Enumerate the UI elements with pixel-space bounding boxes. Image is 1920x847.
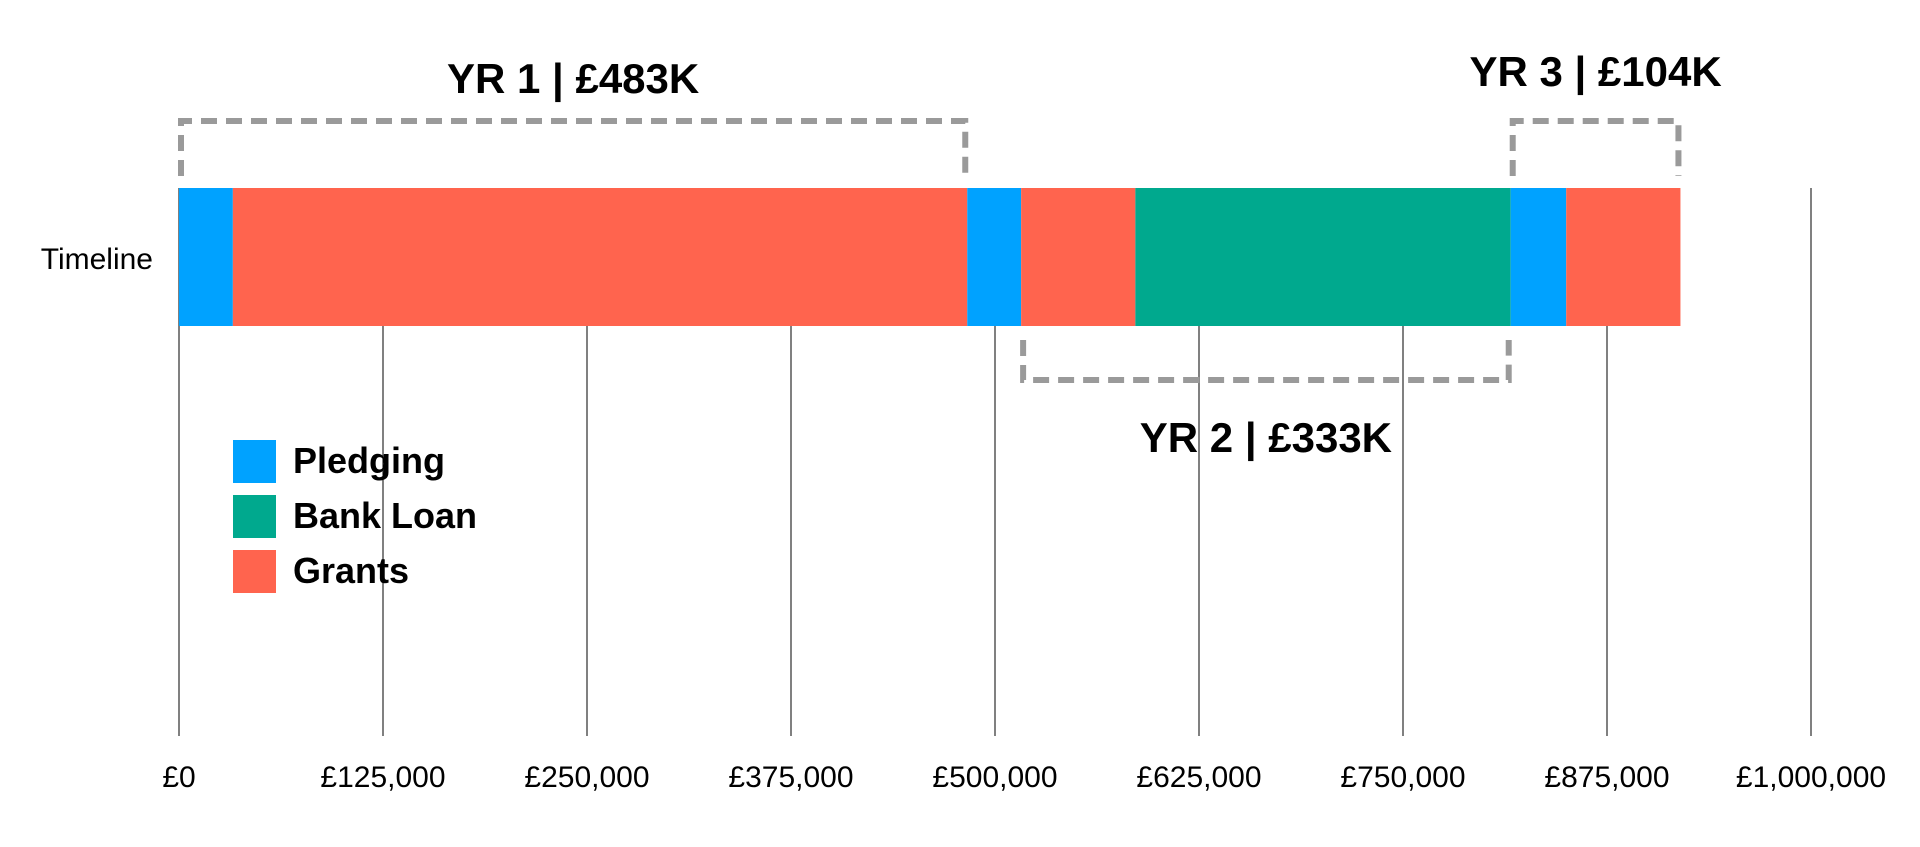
bar-segment-grants xyxy=(232,188,968,326)
legend-swatch xyxy=(233,440,276,483)
x-tick-label: £875,000 xyxy=(1544,761,1669,794)
y-category-label: Timeline xyxy=(41,243,153,276)
x-tick-label: £625,000 xyxy=(1136,761,1261,794)
x-tick-label: £1,000,000 xyxy=(1736,761,1886,794)
bar-segment-grants xyxy=(1021,188,1136,326)
year-bracket-label: YR 2 | £333K xyxy=(1140,414,1392,462)
legend-swatch xyxy=(233,495,276,538)
bar-segment-pledging xyxy=(967,188,1022,326)
year-bracket xyxy=(1020,340,1512,383)
labels: £0 £125,000 £250,000 £375,000 £500,000 £625,0… xyxy=(41,48,1886,794)
year-brackets xyxy=(178,118,1682,383)
bar-segment-bank-loan xyxy=(1135,188,1511,326)
x-tick-label: £0 xyxy=(162,761,195,794)
bar-segment-grants xyxy=(1566,188,1681,326)
x-tick-label: £750,000 xyxy=(1340,761,1465,794)
legend-label: Pledging xyxy=(293,440,445,481)
stacked-bar xyxy=(179,188,1681,326)
legend-label: Bank Loan xyxy=(293,495,477,536)
year-bracket xyxy=(1509,118,1682,176)
year-bracket-label: YR 3 | £104K xyxy=(1469,48,1721,96)
year-bracket xyxy=(178,118,969,176)
x-tick-label: £250,000 xyxy=(524,761,649,794)
x-tick-label: £375,000 xyxy=(728,761,853,794)
x-tick-label: £500,000 xyxy=(932,761,1057,794)
x-tick-label: £125,000 xyxy=(320,761,445,794)
legend-swatch xyxy=(233,550,276,593)
legend-label: Grants xyxy=(293,550,409,591)
bar-segment-pledging xyxy=(179,188,233,326)
year-bracket-label: YR 1 | £483K xyxy=(447,55,699,103)
bar-segment-pledging xyxy=(1510,188,1567,326)
